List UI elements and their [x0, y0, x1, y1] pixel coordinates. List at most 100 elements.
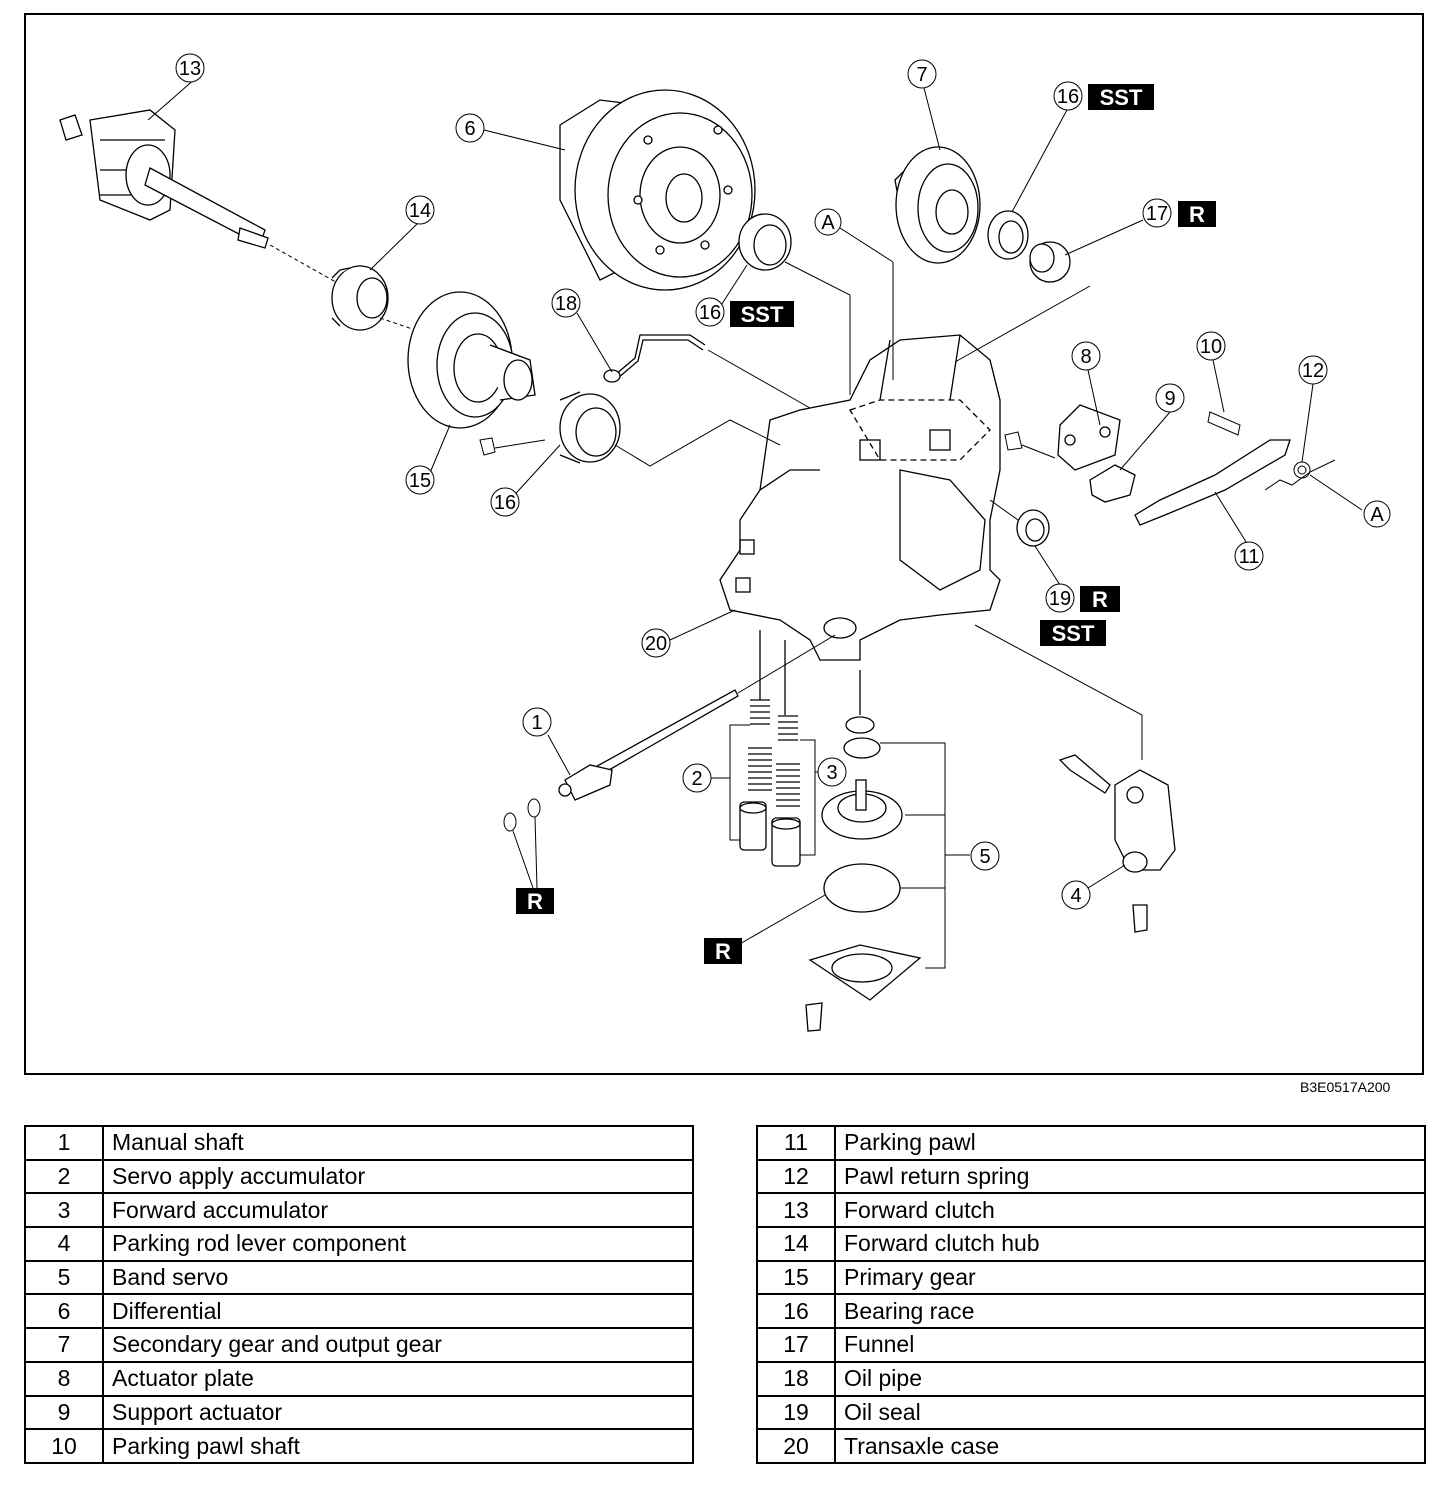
callout-13: 13	[175, 53, 205, 83]
part-name: Forward clutch	[834, 1192, 1426, 1229]
part-number: 18	[756, 1360, 836, 1397]
leader-r-gasket	[737, 894, 826, 946]
svg-text:R: R	[1092, 587, 1108, 612]
forward-clutch-hub-part	[331, 265, 389, 331]
svg-text:5: 5	[979, 846, 990, 868]
callout-18: 18	[551, 288, 581, 318]
svg-text:13: 13	[179, 58, 201, 80]
leader-20	[669, 609, 736, 641]
svg-text:9: 9	[1164, 388, 1175, 410]
part-number: 8	[24, 1360, 104, 1397]
part-name: Secondary gear and output gear	[102, 1327, 694, 1363]
leader-oring-r-2	[534, 816, 538, 889]
part-name: Parking pawl shaft	[102, 1428, 694, 1464]
callout-8: 8	[1071, 341, 1101, 371]
svg-text:SST: SST	[741, 302, 784, 327]
funnel-part	[1029, 241, 1071, 283]
svg-text:6: 6	[464, 118, 475, 140]
part-name: Actuator plate	[102, 1360, 694, 1397]
oil-pipe-part	[603, 334, 706, 383]
leader-bolt-16	[494, 439, 546, 449]
oil-seal-part	[1016, 509, 1050, 547]
part-name: Forward clutch hub	[834, 1226, 1426, 1262]
part-name: Oil seal	[834, 1394, 1426, 1431]
callout-12: 12	[1298, 355, 1328, 385]
part-number: 16	[756, 1293, 836, 1330]
svg-text:8: 8	[1080, 346, 1091, 368]
svg-text:1: 1	[531, 712, 542, 734]
leader-spring-bracket	[1264, 459, 1336, 491]
leader-pipe-case	[707, 349, 811, 409]
svg-text:16: 16	[494, 492, 516, 514]
sst-tag-16-upper: SST	[1088, 84, 1154, 110]
svg-text:4: 4	[1070, 885, 1081, 907]
primary-gear-part	[407, 291, 536, 429]
bracket-5	[880, 742, 970, 969]
part-number: 1	[24, 1125, 104, 1161]
callout-14: 14	[405, 195, 435, 225]
o-ring-2	[527, 798, 541, 818]
forward-clutch-part	[59, 109, 269, 249]
part-number: 7	[24, 1327, 104, 1363]
manual-shaft-part	[558, 689, 739, 801]
sst-tag-19: SST	[1040, 620, 1106, 646]
leader-4	[1087, 864, 1126, 889]
parking-rod-lever-part	[1058, 754, 1176, 933]
leader-a-top	[839, 227, 894, 263]
leader-shaft-case	[737, 634, 836, 694]
svg-text:7: 7	[916, 64, 927, 86]
svg-text:10: 10	[1200, 336, 1222, 358]
marker-a-right: A	[1363, 500, 1391, 528]
leader-lever-case	[974, 624, 1143, 760]
part-number: 15	[756, 1259, 836, 1296]
part-name: Parking pawl	[834, 1125, 1426, 1161]
callout-20: 20	[641, 628, 671, 658]
svg-text:16: 16	[1057, 86, 1079, 108]
sst-tag-16-middle: SST	[730, 301, 794, 327]
accumulator-pistons	[739, 801, 801, 867]
svg-text:R: R	[715, 939, 731, 964]
parking-pawl-part	[1134, 439, 1291, 526]
callout-17: 17	[1142, 198, 1172, 228]
callout-19: 19	[1045, 583, 1075, 613]
bearing-race-part-b	[987, 210, 1029, 260]
svg-text:SST: SST	[1052, 621, 1095, 646]
parking-pawl-shaft-part	[1207, 411, 1241, 436]
callout-16-lower: 16	[490, 487, 520, 517]
r-tag-o-rings: R	[516, 888, 554, 914]
svg-text:SST: SST	[1100, 85, 1143, 110]
bolt-8	[1004, 431, 1023, 451]
callout-11: 11	[1234, 541, 1264, 571]
part-number: 3	[24, 1192, 104, 1229]
svg-text:18: 18	[555, 293, 577, 315]
callout-3: 3	[817, 757, 847, 787]
figure-code: B3E0517A200	[1300, 1079, 1391, 1095]
part-name: Pawl return spring	[834, 1158, 1426, 1195]
r-tag-gasket: R	[704, 938, 742, 964]
secondary-gear-part	[894, 146, 981, 264]
svg-text:11: 11	[1239, 546, 1260, 568]
band-servo-part	[805, 670, 922, 1032]
part-number: 6	[24, 1293, 104, 1330]
svg-text:14: 14	[409, 200, 431, 222]
callout-10: 10	[1196, 331, 1226, 361]
callout-leaders	[147, 77, 1314, 779]
svg-text:12: 12	[1302, 360, 1324, 382]
callout-16-middle: 16	[695, 297, 725, 327]
leader-oring-r-1	[512, 830, 534, 889]
svg-text:R: R	[527, 889, 543, 914]
part-name: Funnel	[834, 1327, 1426, 1363]
svg-text:20: 20	[645, 633, 667, 655]
callout-4: 4	[1061, 880, 1091, 910]
part-number: 14	[756, 1226, 836, 1262]
